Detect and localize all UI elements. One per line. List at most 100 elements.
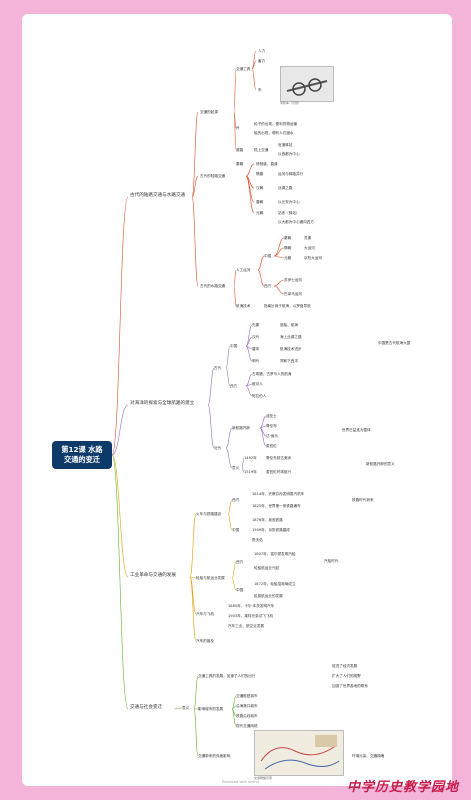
- node-ming-value: 郑和下西洋: [280, 359, 298, 363]
- node-train-west[interactable]: 西方: [232, 498, 240, 502]
- node-significance[interactable]: 意义: [232, 466, 240, 470]
- node-yuan-value: 站赤（驿站）: [278, 211, 300, 215]
- node-ancient-west[interactable]: 西方: [230, 384, 238, 388]
- watermark-logo: 中学历史教学园地: [346, 780, 459, 795]
- node-canal-west[interactable]: 西方: [264, 284, 272, 288]
- connector: [111, 454, 129, 710]
- cart-image: [280, 66, 334, 102]
- node-ship-west-1: 1807年，富尔顿发明汽船: [254, 552, 296, 556]
- node-viking: 维京人: [252, 382, 263, 386]
- node-ming[interactable]: 明代: [252, 359, 260, 363]
- node-modern-era[interactable]: 近代: [214, 446, 222, 450]
- node-city-a: 交通枢纽城市: [236, 694, 258, 698]
- node-suez: 苏伊士运河: [284, 278, 302, 282]
- node-ancient-water[interactable]: 古代的水路交通: [200, 284, 226, 288]
- node-1519[interactable]: 1519年: [244, 470, 257, 474]
- connector: [245, 385, 253, 397]
- node-canal-yuan[interactable]: 元朝: [284, 256, 292, 260]
- node-han-era[interactable]: 汉代: [252, 335, 260, 339]
- node-canal-qin[interactable]: 秦朝: [284, 236, 292, 240]
- connector: [241, 457, 245, 469]
- mind-map-sheet: 第12课 水路 交通的变迁 古代的陆路交通与水路交通 交通的起源 交通工具 人力…: [22, 14, 452, 786]
- node-origin[interactable]: 交通的起源: [200, 110, 218, 114]
- node-city-b: 沿海港口城市: [236, 704, 258, 708]
- node-negative[interactable]: 交通带来的负面影响: [198, 754, 231, 758]
- node-canal-sui-value: 大运河: [304, 246, 315, 250]
- node-meaning[interactable]: 意义: [182, 706, 190, 710]
- node-tools[interactable]: 交通工具: [236, 67, 251, 71]
- node-han[interactable]: 汉朝: [256, 186, 264, 190]
- node-qin[interactable]: 秦朝: [236, 162, 244, 166]
- node-tang-song[interactable]: 唐宋: [252, 347, 260, 351]
- node-qin-value: 修驰道、直道: [256, 162, 278, 166]
- connector: [245, 175, 255, 214]
- connector: [189, 513, 197, 578]
- node-city[interactable]: 影响城市的发展: [198, 707, 224, 711]
- node-pre-qin-value: 造船、航海: [280, 323, 298, 327]
- connector: [273, 279, 285, 287]
- node-ship-china[interactable]: 中国: [236, 588, 244, 592]
- branch-industrial-revolution[interactable]: 工业革命与交通的发展: [130, 573, 176, 578]
- node-yuan[interactable]: 元朝: [256, 211, 264, 215]
- node-train-china[interactable]: 中国: [232, 528, 240, 532]
- node-train[interactable]: 火车与铁路建设: [196, 512, 222, 516]
- node-arab: 阿拉伯人: [252, 394, 267, 398]
- node-car-plane[interactable]: 汽车与飞机: [196, 612, 214, 616]
- node-steamship[interactable]: 轮船与航运业发展: [196, 576, 225, 580]
- node-ship-china-1: 1872年，轮船招商局成立: [254, 582, 296, 586]
- connector: [207, 367, 215, 406]
- connector: [193, 675, 199, 710]
- node-animal[interactable]: 畜力: [258, 59, 266, 63]
- node-dias: 迪亚士: [266, 414, 277, 418]
- transport-map-image: [254, 730, 344, 776]
- node-panama: 巴拿马运河: [284, 292, 302, 296]
- connector: [233, 68, 237, 113]
- node-train-china-2: 1909年，京张铁路建成: [252, 528, 290, 532]
- node-pre-qin[interactable]: 先秦: [252, 323, 260, 327]
- node-cart[interactable]: 车: [258, 88, 262, 92]
- branch-ocean-exploration[interactable]: 对海洋的探索与全球航路的建立: [130, 401, 195, 406]
- node-ancient-land[interactable]: 古代的陆路交通: [200, 174, 226, 178]
- node-1492[interactable]: 1492年: [244, 456, 257, 460]
- connector: [273, 255, 285, 259]
- node-sui[interactable]: 隋唐: [256, 172, 264, 176]
- node-road[interactable]: 道路: [236, 148, 244, 152]
- node-new-routes[interactable]: 新航路开辟: [232, 426, 250, 430]
- node-meaning-n1: 促进了经济发展: [332, 664, 358, 668]
- node-ancient-era[interactable]: 古代: [214, 366, 222, 370]
- root-title-line1: 第12课 水路: [61, 445, 103, 454]
- node-manpower[interactable]: 人力: [258, 49, 266, 53]
- node-wheel-note: 轮子的出现，便利货物运输: [254, 122, 298, 126]
- node-car-2: 1903年，莱特兄弟试飞飞机: [228, 614, 274, 618]
- node-road-b: 以首都为中心: [278, 152, 300, 156]
- node-han-era-value: 海上丝绸之路: [280, 335, 302, 339]
- root-topic[interactable]: 第12课 水路 交通的变迁: [52, 441, 112, 469]
- node-han-value: 丝绸之路: [278, 186, 293, 190]
- node-canal[interactable]: 人工运河: [236, 268, 251, 272]
- connector-lines: [111, 50, 285, 757]
- connector: [273, 285, 285, 295]
- connector: [251, 60, 257, 70]
- node-meaning-n2: 扩大了人们的视野: [332, 674, 361, 678]
- node-land-traffic[interactable]: 陆上交通: [254, 148, 269, 152]
- node-canal-sui[interactable]: 隋朝: [284, 246, 292, 250]
- node-yuan-value2: 以大都为中心通向四方: [278, 220, 314, 224]
- node-car-spread[interactable]: 汽车的普及: [196, 639, 214, 643]
- node-navigation[interactable]: 航海技术: [236, 304, 251, 308]
- node-tang-song-value: 航海技术进步: [280, 347, 302, 351]
- node-ancient-china[interactable]: 中国: [230, 344, 238, 348]
- branch-social-change[interactable]: 交通与社会变迁: [130, 705, 163, 710]
- node-ship-west[interactable]: 西方: [236, 560, 244, 564]
- node-columbus: 哥伦布: [266, 424, 277, 428]
- connector: [225, 427, 233, 449]
- connector: [191, 175, 199, 198]
- connector: [111, 404, 129, 456]
- node-canal-china[interactable]: 中国: [264, 254, 272, 258]
- node-canal-qin-value: 灵渠: [304, 236, 312, 240]
- node-city-d: 现代交通网络: [236, 724, 258, 728]
- branch-ancient-transport[interactable]: 古代的陆路交通与水路交通: [130, 193, 186, 198]
- node-tang-value: 以长安为中心: [278, 200, 300, 204]
- node-tang[interactable]: 唐朝: [256, 200, 264, 204]
- connector: [251, 50, 257, 70]
- node-boat[interactable]: 舟: [236, 126, 240, 130]
